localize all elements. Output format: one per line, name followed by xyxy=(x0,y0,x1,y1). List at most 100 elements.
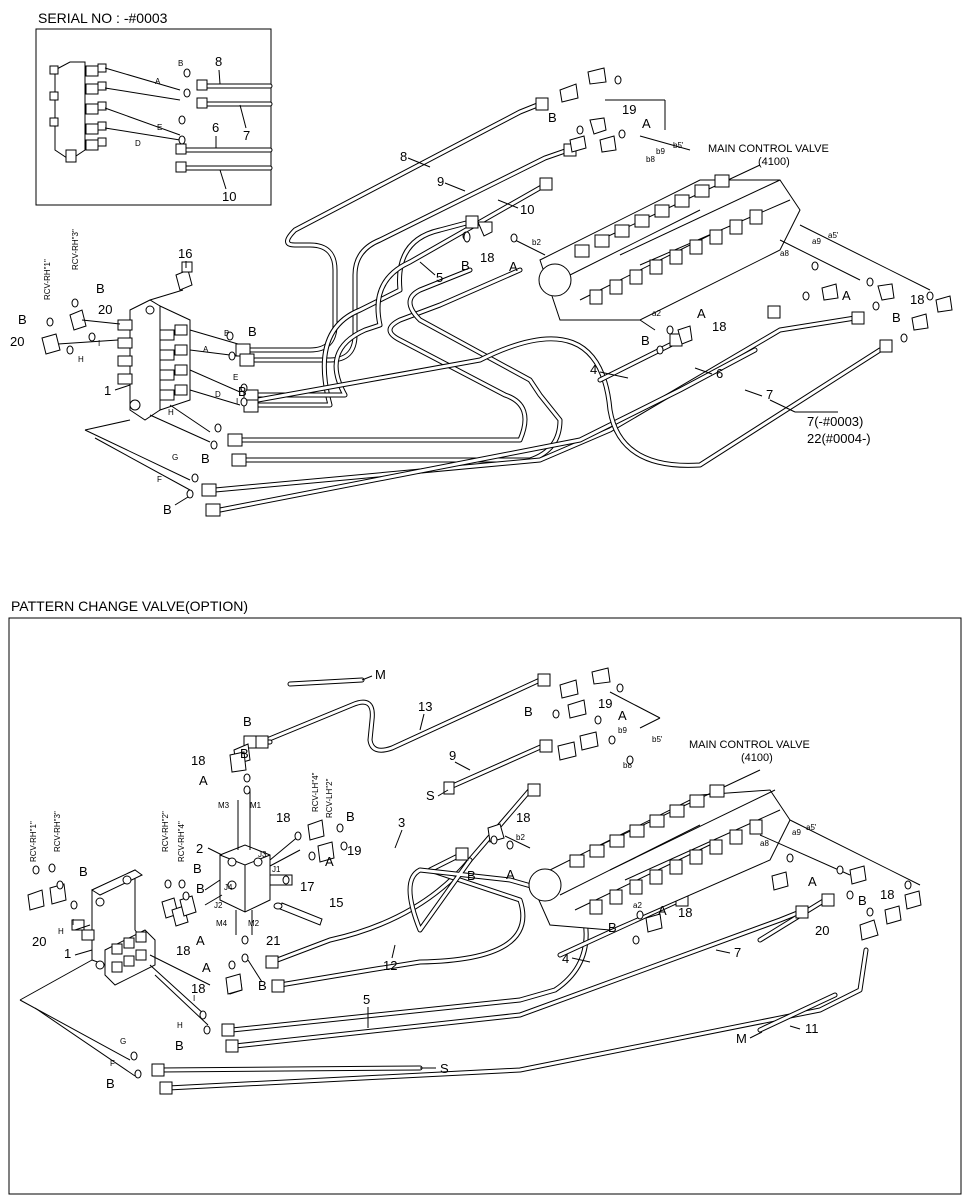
svg-text:2: 2 xyxy=(196,841,203,856)
top-rcv-label-1: RCV-RH"1" xyxy=(43,259,52,300)
svg-text:18: 18 xyxy=(910,292,924,307)
svg-text:D: D xyxy=(135,139,141,148)
svg-text:A: A xyxy=(203,345,209,354)
svg-text:18: 18 xyxy=(191,981,205,996)
svg-text:10: 10 xyxy=(520,202,534,217)
svg-text:20: 20 xyxy=(10,334,24,349)
bottom-mcv-code: (4100) xyxy=(741,752,773,764)
svg-text:A: A xyxy=(506,867,515,882)
svg-text:a9: a9 xyxy=(792,828,801,837)
svg-text:8: 8 xyxy=(400,149,407,164)
svg-text:18: 18 xyxy=(880,887,894,902)
svg-text:B: B xyxy=(608,920,617,935)
svg-text:I: I xyxy=(236,397,238,406)
svg-text:A: A xyxy=(658,903,667,918)
svg-text:20: 20 xyxy=(32,934,46,949)
svg-text:S: S xyxy=(426,788,435,803)
svg-text:I: I xyxy=(72,918,74,927)
svg-text:A: A xyxy=(642,116,651,131)
svg-text:18: 18 xyxy=(678,905,692,920)
svg-text:a8: a8 xyxy=(780,249,789,258)
svg-text:18: 18 xyxy=(712,319,726,334)
bottom-rcv-lh-label-2: RCV-LH"2" xyxy=(325,778,334,818)
svg-text:E: E xyxy=(233,373,238,382)
top-main-control-valve: MAIN CONTROL VALVE (4100) b5' b9 b8 b2 a… xyxy=(514,99,931,331)
svg-text:F: F xyxy=(110,1059,115,1068)
inset-frame xyxy=(35,28,272,206)
svg-text:B: B xyxy=(175,1038,184,1053)
svg-text:1: 1 xyxy=(104,383,111,398)
svg-text:H: H xyxy=(58,927,64,936)
top-mcv-title: MAIN CONTROL VALVE xyxy=(708,143,829,155)
top-note-7: 7(-#0003) xyxy=(807,414,863,429)
svg-text:B: B xyxy=(248,324,257,339)
svg-text:A: A xyxy=(808,874,817,889)
svg-text:B: B xyxy=(858,893,867,908)
svg-text:9: 9 xyxy=(437,174,444,189)
svg-text:15: 15 xyxy=(329,895,343,910)
svg-text:18: 18 xyxy=(176,943,190,958)
svg-text:B: B xyxy=(258,978,267,993)
svg-text:17: 17 xyxy=(300,879,314,894)
svg-text:B: B xyxy=(548,110,557,125)
svg-text:I: I xyxy=(193,994,195,1003)
svg-text:b2: b2 xyxy=(532,238,541,247)
svg-text:18: 18 xyxy=(276,810,290,825)
svg-text:7: 7 xyxy=(734,945,741,960)
svg-text:A: A xyxy=(842,288,851,303)
svg-text:I: I xyxy=(98,339,100,348)
svg-text:19: 19 xyxy=(347,843,361,858)
svg-text:A: A xyxy=(155,77,161,86)
top-callouts: 8 9 10 5 B 18 A B 19 A A 18 B 4 6 7 7(-#… xyxy=(10,102,924,517)
svg-text:18: 18 xyxy=(516,810,530,825)
svg-text:B: B xyxy=(240,746,249,761)
svg-text:G: G xyxy=(172,453,178,462)
svg-text:B: B xyxy=(524,704,533,719)
bottom-main-control-valve: MAIN CONTROL VALVE (4100) b5' b9 b8 b2 a… xyxy=(504,691,921,931)
svg-text:B: B xyxy=(467,868,476,883)
svg-text:J4: J4 xyxy=(224,883,233,892)
svg-text:4: 4 xyxy=(590,362,597,377)
svg-text:3: 3 xyxy=(398,815,405,830)
svg-text:7: 7 xyxy=(243,128,250,143)
svg-text:b2: b2 xyxy=(516,833,525,842)
svg-text:A: A xyxy=(509,259,518,274)
svg-text:8: 8 xyxy=(215,54,222,69)
svg-text:B: B xyxy=(178,59,183,68)
bottom-mcv-title: MAIN CONTROL VALVE xyxy=(689,739,810,751)
svg-text:E: E xyxy=(157,123,162,132)
bottom-frame xyxy=(8,617,962,1195)
svg-text:7: 7 xyxy=(766,387,773,402)
svg-text:B: B xyxy=(641,333,650,348)
svg-text:H: H xyxy=(177,1021,183,1030)
svg-text:S: S xyxy=(440,1061,449,1076)
svg-text:H: H xyxy=(78,355,84,364)
svg-text:B: B xyxy=(243,714,252,729)
svg-text:20: 20 xyxy=(815,923,829,938)
svg-text:b5': b5' xyxy=(673,141,684,150)
svg-text:6: 6 xyxy=(716,366,723,381)
bottom-section: PATTERN CHANGE VALVE(OPTION) xyxy=(8,598,962,1195)
bottom-left-manifold: I H G F I H RCV-RH"1" RCV-RH"3" RCV-RH"2… xyxy=(19,772,334,1079)
bottom-rcv-lh-label-4: RCV-LH"4" xyxy=(311,772,320,812)
svg-text:12: 12 xyxy=(383,958,397,973)
svg-text:B: B xyxy=(892,310,901,325)
top-rcv-label-3: RCV-RH"3" xyxy=(71,229,80,270)
svg-text:a8: a8 xyxy=(760,839,769,848)
svg-text:M1: M1 xyxy=(250,801,262,810)
svg-text:H: H xyxy=(168,408,174,417)
svg-text:5: 5 xyxy=(436,270,443,285)
svg-text:B: B xyxy=(461,258,470,273)
svg-text:19: 19 xyxy=(598,696,612,711)
svg-text:19: 19 xyxy=(622,102,636,117)
svg-text:M4: M4 xyxy=(216,919,228,928)
svg-text:a5': a5' xyxy=(828,231,839,240)
svg-text:a5': a5' xyxy=(806,823,817,832)
top-left-manifold: 16 1 B A E D I H G F I H xyxy=(41,229,248,499)
svg-text:a2: a2 xyxy=(652,309,661,318)
inset-title: SERIAL NO : -#0003 xyxy=(38,10,168,26)
bottom-fittings-right xyxy=(490,667,922,945)
svg-text:18: 18 xyxy=(191,753,205,768)
pattern-change-valve: M3 M1 J3 J1 J4 J2 M4 M2 xyxy=(204,751,348,995)
inset-detail: A B E D 8 7 6 10 xyxy=(49,54,273,204)
